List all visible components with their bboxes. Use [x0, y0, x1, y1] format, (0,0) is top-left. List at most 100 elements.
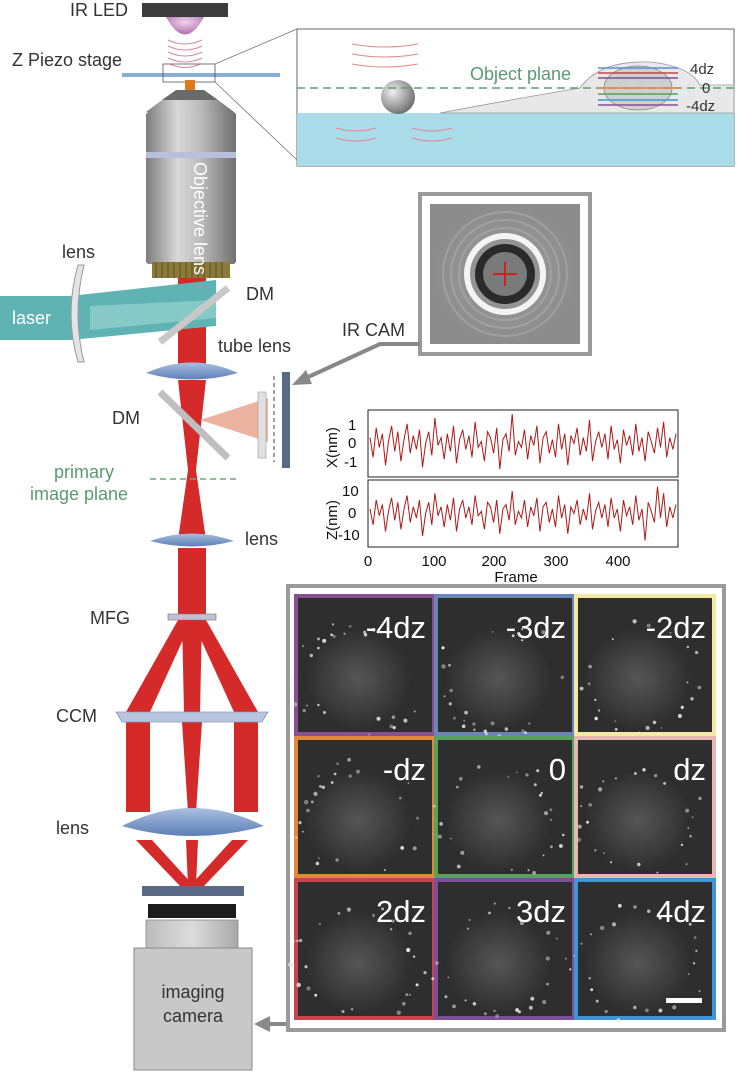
speckle-dot	[611, 922, 617, 927]
speckle-dot	[483, 1012, 487, 1016]
speckle-dot	[337, 912, 341, 915]
speckle-dot	[315, 861, 320, 866]
speckle-dot	[562, 833, 565, 837]
speckle-dot	[396, 1010, 401, 1015]
z-xlabel: Frame	[494, 569, 537, 586]
z-piezo-stage-label: Z Piezo stage	[12, 50, 122, 70]
speckle-dot	[693, 936, 697, 939]
primary-image-plane-label-1: primary	[54, 462, 114, 482]
focal-plane-tile: -dz	[294, 736, 436, 878]
speckle-dot	[347, 757, 351, 762]
speckle-dot	[611, 638, 614, 640]
trace-line	[369, 413, 677, 470]
speckle-dot	[680, 705, 684, 710]
speckle-dot	[617, 903, 622, 908]
plane-label-bottom: -4dz	[686, 98, 715, 115]
speckle-dot	[544, 811, 548, 816]
speckle-dot	[435, 961, 439, 965]
speckle-dot	[483, 729, 488, 734]
speckle-dot	[413, 955, 416, 958]
tile-label: 3dz	[516, 894, 566, 929]
speckle-dot	[614, 720, 617, 722]
focal-plane-tile: 4dz	[569, 878, 716, 1022]
speckle-dot	[588, 803, 592, 807]
speckle-dot	[521, 729, 525, 733]
speckle-dot	[371, 913, 376, 918]
speckle-dot	[493, 902, 496, 905]
focal-plane-tile: -4dz	[290, 594, 436, 736]
cell-blob	[302, 626, 414, 732]
tube-lens-label: tube lens	[218, 336, 291, 356]
ccm-label: CCM	[56, 706, 97, 726]
speckle-dot	[449, 688, 453, 693]
ir-cam-label: IR CAM	[342, 320, 405, 340]
speckle-dot	[296, 939, 299, 943]
speckle-dot	[319, 785, 322, 788]
speckle-dot	[376, 716, 381, 721]
speckle-dot	[490, 721, 495, 726]
speckle-dot	[363, 632, 368, 637]
tile-label: -4dz	[366, 610, 426, 645]
relay-lens	[150, 533, 234, 547]
speckle-dot	[448, 702, 452, 706]
speckle-dot	[304, 965, 308, 969]
speckle-dot	[602, 780, 605, 783]
speckle-dot	[343, 632, 346, 635]
speckle-dot	[348, 774, 352, 778]
speckle-dot	[464, 999, 467, 1002]
arrow-tiles-to-camera	[254, 1016, 288, 1032]
speckle-dot	[456, 864, 461, 869]
scale-bar	[666, 998, 702, 1003]
speckle-dot	[680, 843, 684, 847]
speckle-dot	[293, 940, 296, 943]
speckle-dot	[594, 849, 597, 852]
dichroic-mirror-upper	[157, 285, 231, 345]
speckle-dot	[637, 862, 641, 867]
speckle-dot	[595, 999, 599, 1003]
speckle-dot	[413, 710, 416, 713]
speckle-dot	[341, 1010, 345, 1013]
ir-reflected-beam	[200, 398, 268, 442]
z-ylabel: Z(nm)	[324, 500, 341, 540]
speckle-dot	[310, 800, 314, 804]
speckle-dot	[685, 808, 690, 813]
speckle-dot	[452, 1004, 456, 1009]
speckle-dot	[322, 638, 327, 643]
speckle-dot	[634, 772, 637, 775]
speckle-dot	[588, 976, 591, 980]
speckle-dot	[645, 725, 650, 731]
speckle-dot	[387, 771, 390, 773]
speckle-dot	[447, 976, 450, 979]
speckle-dot	[598, 787, 603, 792]
speckle-dot	[521, 639, 524, 642]
speckle-dot	[403, 718, 408, 723]
speckle-dot	[588, 664, 592, 669]
speckle-dot	[695, 949, 698, 953]
speckle-dot	[510, 868, 513, 871]
cell-blob	[442, 768, 554, 874]
speckle-dot	[600, 925, 605, 931]
focal-plane-tile: 2dz	[288, 878, 436, 1020]
zoom-line-bottom	[214, 81, 298, 161]
speckle-dot	[638, 731, 641, 734]
z-xtick-0: 0	[364, 553, 372, 570]
speckle-dot	[550, 818, 553, 821]
speckle-dot	[693, 962, 696, 965]
focal-plane-tile: -2dz	[574, 594, 716, 740]
speckle-dot	[356, 769, 360, 774]
speckle-dot	[431, 977, 435, 981]
speckle-dot	[294, 836, 298, 839]
speckle-dot	[463, 719, 466, 722]
speckle-dot	[491, 631, 494, 633]
speckle-dot	[536, 769, 540, 773]
speckle-dot	[677, 714, 682, 718]
speckle-dot	[586, 820, 589, 824]
speckle-dot	[368, 733, 370, 736]
focal-plane-tile: dz	[574, 736, 716, 878]
speckle-dot	[539, 793, 542, 797]
mfg-grating	[167, 613, 217, 621]
speckle-dot	[391, 715, 396, 719]
speckle-dot	[484, 732, 488, 736]
ir-filter	[257, 391, 267, 459]
